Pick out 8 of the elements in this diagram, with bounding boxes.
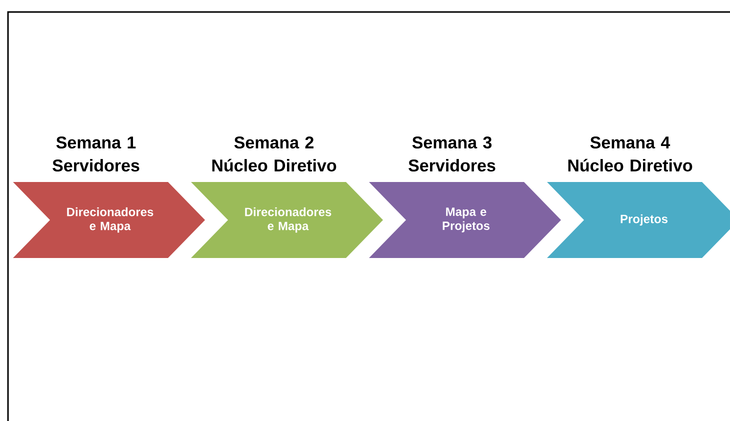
heading: Semana 1 Servidores	[52, 136, 140, 172]
process-step-box: Projetos	[547, 182, 730, 258]
heading: Semana 2 Núcleo Diretivo	[212, 136, 336, 172]
heading: Semana 3 Servidores	[408, 136, 496, 172]
heading: Semana 4 Núcleo Diretivo	[568, 136, 692, 172]
process-step-box: Direcionadores e Mapa	[191, 182, 383, 258]
process-step-box: Direcionadores e Mapa	[13, 182, 205, 258]
process-step-box: Mapa e Projetos	[369, 182, 561, 258]
